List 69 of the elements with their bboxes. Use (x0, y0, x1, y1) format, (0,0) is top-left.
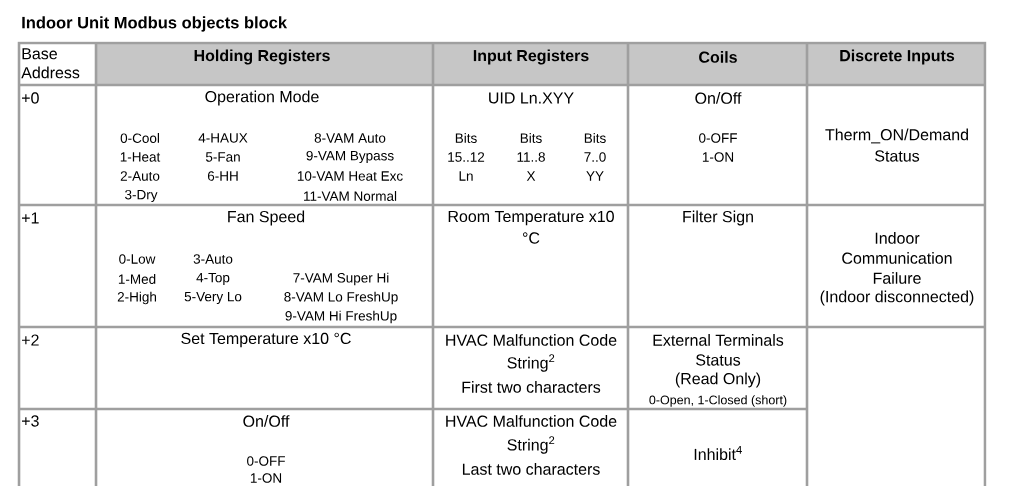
value-item: 3-Dry (125, 189, 158, 203)
value-item: 3-Auto (193, 254, 233, 264)
value-item: 5-Fan (205, 152, 240, 162)
cell-text: HVAC Malfunction Code (446, 415, 617, 427)
cell-text: Fan Speed (228, 210, 305, 226)
cell-text: (Read Only) (675, 372, 761, 388)
value-note: 0-Open, 1-Closed (short) (649, 395, 787, 407)
title: Indoor Unit Modbus objects block (22, 16, 288, 32)
value-item: Bits (455, 133, 477, 143)
value-item: 10-VAM Heat Exc (297, 171, 403, 181)
cell-text: Communication (842, 252, 952, 264)
cell-text: Last two characters (462, 463, 600, 475)
cell-text: Inhibit$^{4}$ (694, 445, 742, 461)
cell-text: Set Temperature x10 °C (181, 332, 351, 348)
value-item: 9-VAM Hi FreshUp (285, 310, 397, 324)
value-item: 15..12 (448, 152, 485, 162)
value-item: 1-ON (250, 473, 282, 483)
value-item: 11..8 (517, 152, 545, 162)
value-item: Ln (459, 171, 473, 181)
value-item: X (526, 171, 536, 181)
value-item: YY (586, 171, 604, 181)
cell-text: First two characters (462, 381, 601, 393)
value-item: Bits (520, 133, 542, 143)
value-item: 8-VAM Lo FreshUp (284, 291, 398, 305)
column-header: Holding Registers (194, 49, 330, 65)
value-item: 8-VAM Auto (314, 133, 386, 143)
cell-text: Indoor (875, 232, 920, 244)
cell-text: UID Ln.XYY (489, 92, 574, 104)
column-header: Discrete Inputs (840, 49, 955, 65)
cell-text: (Indoor disconnected) (820, 290, 974, 306)
value-item: 11-VAM Normal (304, 191, 397, 201)
value-item: 2-Auto (120, 171, 160, 181)
value-item: 4-Top (196, 272, 230, 286)
cell-text: Status (875, 150, 920, 162)
value-item: 1-Med (118, 274, 156, 284)
value-item: 0-Low (119, 254, 156, 264)
value-item: 1-Heat (120, 152, 161, 162)
cell-text: String$^{2}$ (507, 354, 555, 372)
address-text: +0 (22, 92, 39, 104)
value-item: 9-VAM Bypass (306, 150, 394, 164)
column-header: Coils (699, 51, 737, 63)
value-item: 7-VAM Super Hi (293, 272, 389, 286)
cell-text: On/Off (243, 415, 290, 427)
cell-text: Operation Mode (205, 90, 319, 106)
cell-text: String$^{2}$ (507, 436, 555, 454)
value-item: 4-HAUX (198, 133, 248, 143)
address-text: +2 (22, 334, 39, 346)
cell-text: On/Off (695, 92, 742, 104)
cell-text: Failure (873, 272, 921, 284)
cell-text: External Terminals (653, 334, 784, 346)
value-item: 1-ON (702, 152, 734, 162)
address-text: Base Address (21, 48, 80, 79)
column-header: Input Registers (473, 49, 589, 65)
cell-text: HVAC Malfunction Code (446, 334, 617, 346)
value-item: 5-Very Lo (184, 291, 242, 305)
value-item: Bits (584, 133, 606, 143)
value-item: 0-OFF (247, 456, 285, 466)
cell-text: °C (523, 232, 540, 244)
value-item: 7..0 (584, 152, 606, 162)
value-item: 0-Cool (120, 133, 159, 143)
cell-text: Room Temperature x10 (448, 210, 614, 226)
address-text: +1 (22, 212, 39, 224)
cell-text: Filter Sign (683, 210, 753, 226)
value-item: 0-OFF (699, 133, 737, 143)
cell-text: Therm_ON/Demand (825, 128, 968, 144)
cell-text: Status (696, 354, 741, 366)
value-item: 6-HH (207, 171, 238, 181)
address-text: +3 (22, 415, 39, 427)
value-item: 2-High (117, 291, 156, 305)
